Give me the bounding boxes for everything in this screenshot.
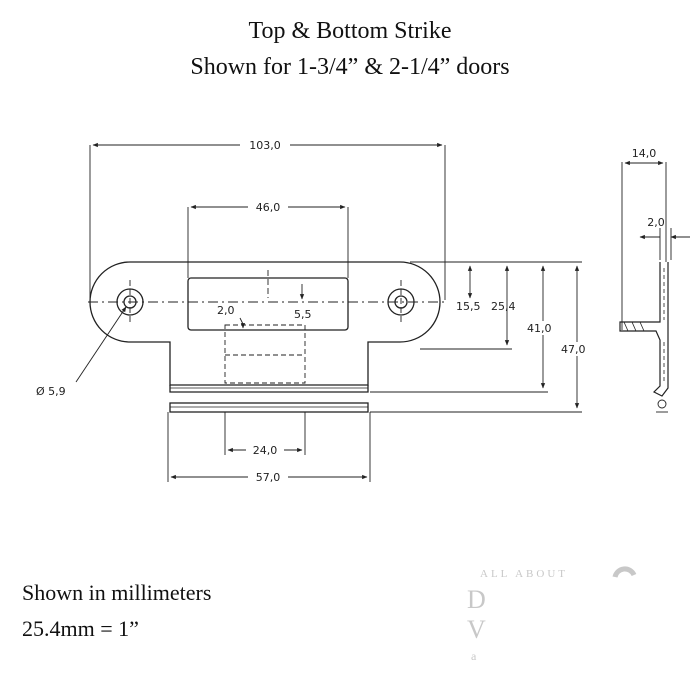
dimension-labels: 103,0 46,0 Ø 5,9 2,0 5,5 15,5 25,4 41,0 … [36,138,665,484]
units-note: Shown in millimeters [22,580,212,605]
dim-side-depth: 14,0 [632,147,657,160]
dim-lip-width: 57,0 [256,471,281,484]
lip-bands [169,385,369,413]
dim-hole-to-lip: 25,4 [491,300,516,313]
plate-outline [89,261,441,386]
watermark-text: ALL ABOUT [480,568,568,580]
unit-conversion-note: 25.4mm = 1” [22,616,139,641]
diagram-title-line-2: Shown for 1-3/4” & 2-1/4” doors [190,54,510,80]
dimension-lines [75,142,582,482]
watermark-letter-v: V [467,615,486,644]
watermark-logo: ALL ABOUT D V a [467,566,637,663]
watermark-letter-d: D [467,585,486,614]
dim-offset-center: 5,5 [294,308,312,321]
dim-hole-to-edge: 15,5 [456,300,481,313]
dim-overall-length: 103,0 [249,139,281,152]
dim-height-total: 47,0 [561,343,586,356]
diagram-title-line-1: Top & Bottom Strike [248,18,452,44]
front-view [88,261,445,413]
center-slot [187,277,349,331]
dim-offset-small: 2,0 [217,304,235,317]
watermark-letter-a: a [471,649,477,663]
side-view [619,160,690,413]
hidden-tongue [224,324,306,384]
dim-height-inner: 41,0 [527,322,552,335]
dim-tongue-width: 24,0 [253,444,278,457]
dim-slot-length: 46,0 [256,201,281,214]
dim-side-thickness: 2,0 [647,216,665,229]
dim-hole-diameter: Ø 5,9 [36,385,66,398]
